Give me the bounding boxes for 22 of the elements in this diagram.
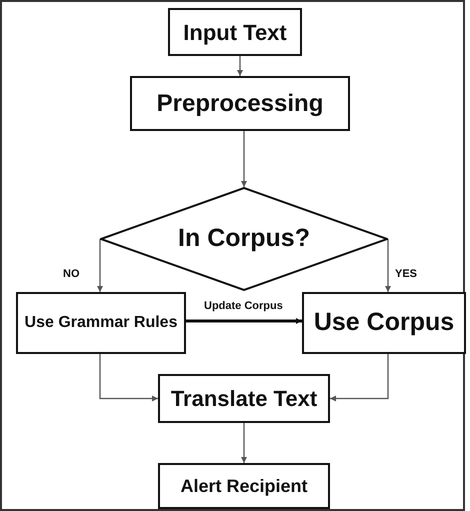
edge-label: Update Corpus	[203, 300, 284, 313]
arrow	[330, 354, 389, 402]
process-box	[302, 292, 466, 354]
box-label: Use Grammar Rules	[24, 313, 178, 333]
process-box	[158, 463, 330, 509]
arrow	[385, 239, 391, 292]
box-label: Input Text	[183, 18, 287, 47]
process-box	[168, 8, 302, 56]
arrow	[241, 423, 247, 463]
arrow	[97, 239, 103, 292]
arrow	[186, 318, 302, 324]
process-box	[130, 76, 350, 131]
arrow	[241, 131, 247, 187]
box-label: Alert Recipient	[180, 474, 308, 498]
decision-label: In Corpus?	[178, 223, 310, 254]
process-box	[16, 292, 186, 354]
box-label: Preprocessing	[156, 88, 324, 118]
box-label: Translate Text	[170, 385, 318, 413]
arrow	[237, 56, 243, 76]
arrow	[99, 354, 158, 402]
box-label: Use Corpus	[314, 307, 454, 338]
process-box	[158, 374, 330, 423]
